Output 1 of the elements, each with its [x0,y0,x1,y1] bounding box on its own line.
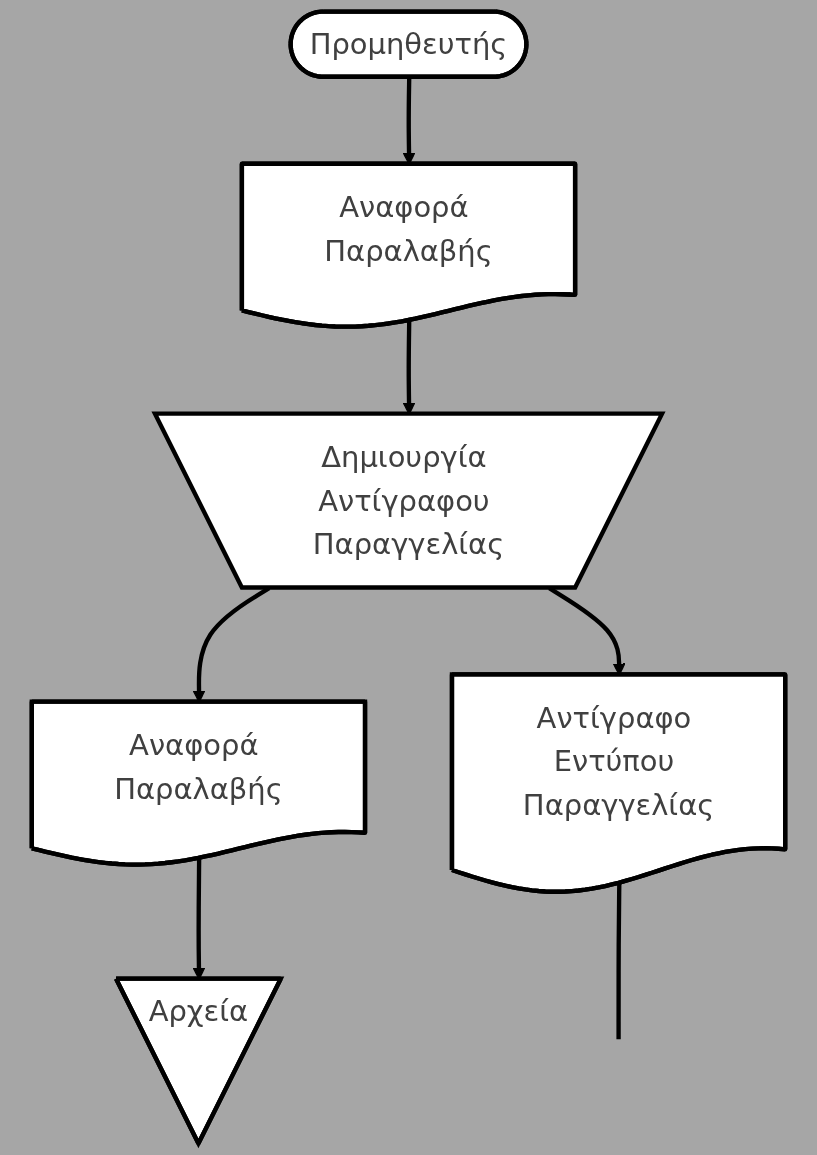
connector [616,883,622,1040]
